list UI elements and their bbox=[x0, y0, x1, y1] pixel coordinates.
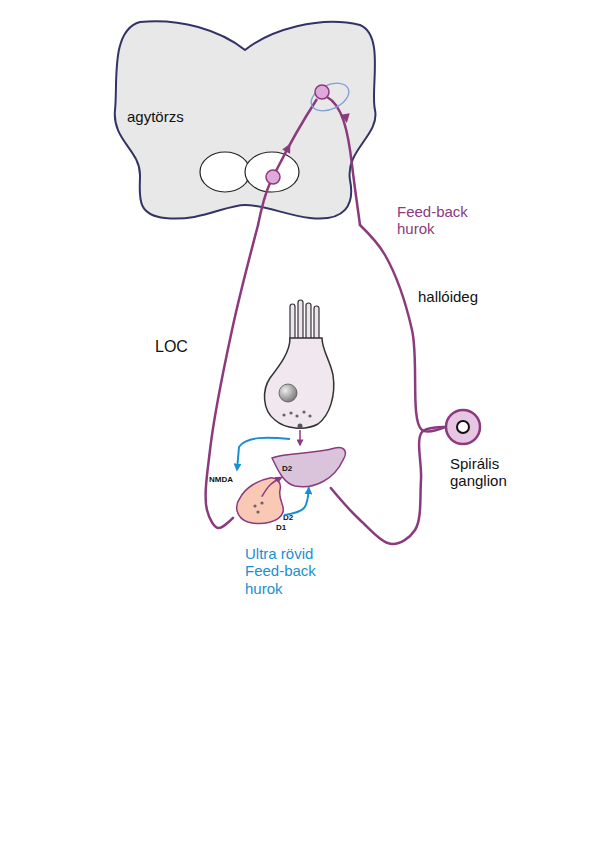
synaptic-ribbon bbox=[298, 424, 303, 429]
shape-group bbox=[115, 21, 376, 218]
brainstem-outline bbox=[115, 21, 376, 218]
vesicle bbox=[302, 410, 305, 413]
auditory-nerve-fiber bbox=[360, 225, 445, 431]
afferent-fiber bbox=[331, 427, 445, 544]
brainstem-region: agytörzs bbox=[115, 18, 377, 225]
shape-group bbox=[446, 410, 480, 444]
stereocilium bbox=[298, 300, 303, 342]
receptor-label: D2 bbox=[283, 513, 293, 522]
afferent-terminal: D2 bbox=[270, 446, 346, 488]
release-arrow bbox=[299, 430, 301, 445]
direction-arrowhead bbox=[282, 141, 294, 153]
pathway-label: LOC bbox=[155, 338, 188, 356]
vesicle bbox=[308, 414, 311, 417]
brainstem-details bbox=[200, 78, 360, 225]
direction-arrowhead bbox=[341, 113, 351, 123]
release-arrow bbox=[237, 438, 290, 470]
region-label: agytörzs bbox=[127, 108, 184, 125]
shape-group bbox=[272, 448, 345, 487]
vesicle bbox=[289, 411, 292, 414]
ultra-short-feedback-arrow bbox=[285, 488, 309, 515]
node-shape bbox=[270, 446, 346, 488]
receptor-label: D2 bbox=[282, 464, 292, 473]
node-shape bbox=[445, 408, 530, 493]
cell-nucleus bbox=[279, 384, 297, 402]
feedback-arrow bbox=[262, 478, 281, 497]
vesicle bbox=[282, 413, 285, 416]
ganglion-nucleus bbox=[457, 421, 469, 433]
hair-cell bbox=[237, 300, 334, 470]
nerve-fiber bbox=[276, 99, 317, 171]
vesicle bbox=[253, 504, 256, 507]
vesicle bbox=[260, 501, 263, 504]
receptor-label: NMDA bbox=[209, 475, 233, 484]
stereocilium bbox=[306, 303, 311, 342]
stereocilium bbox=[314, 306, 319, 342]
vesicle bbox=[256, 510, 259, 513]
nerve-fiber bbox=[327, 97, 360, 225]
brainstem-nucleus bbox=[315, 85, 329, 99]
afferent-outline bbox=[272, 448, 345, 487]
efferent-fiber bbox=[206, 225, 258, 528]
stereocilium bbox=[290, 304, 295, 342]
vesicle bbox=[295, 414, 298, 417]
ganglion-label: Spirális ganglion bbox=[450, 455, 530, 490]
loop-label: Ultra rövid Feed-back hurok bbox=[245, 545, 345, 597]
nerve-label: hallóideg bbox=[418, 288, 478, 305]
node-shape bbox=[233, 478, 285, 526]
node-shape bbox=[115, 18, 377, 225]
ventricle-hole bbox=[200, 152, 250, 192]
receptor-label: D1 bbox=[276, 523, 286, 532]
nucleus-outline bbox=[307, 78, 353, 117]
efferent-outline bbox=[237, 478, 284, 524]
brainstem-nucleus bbox=[266, 170, 280, 184]
spiral-ganglion: Spirális ganglion bbox=[445, 408, 530, 493]
nerve-fiber bbox=[258, 183, 270, 225]
loop-label: Feed-back hurok bbox=[397, 203, 477, 238]
efferent-terminal: NMDAD2D1 bbox=[233, 478, 285, 526]
ventricle-hole bbox=[245, 152, 299, 192]
ganglion-cell bbox=[446, 410, 480, 444]
hair-cell-body bbox=[265, 338, 334, 428]
shape-group bbox=[237, 478, 284, 524]
